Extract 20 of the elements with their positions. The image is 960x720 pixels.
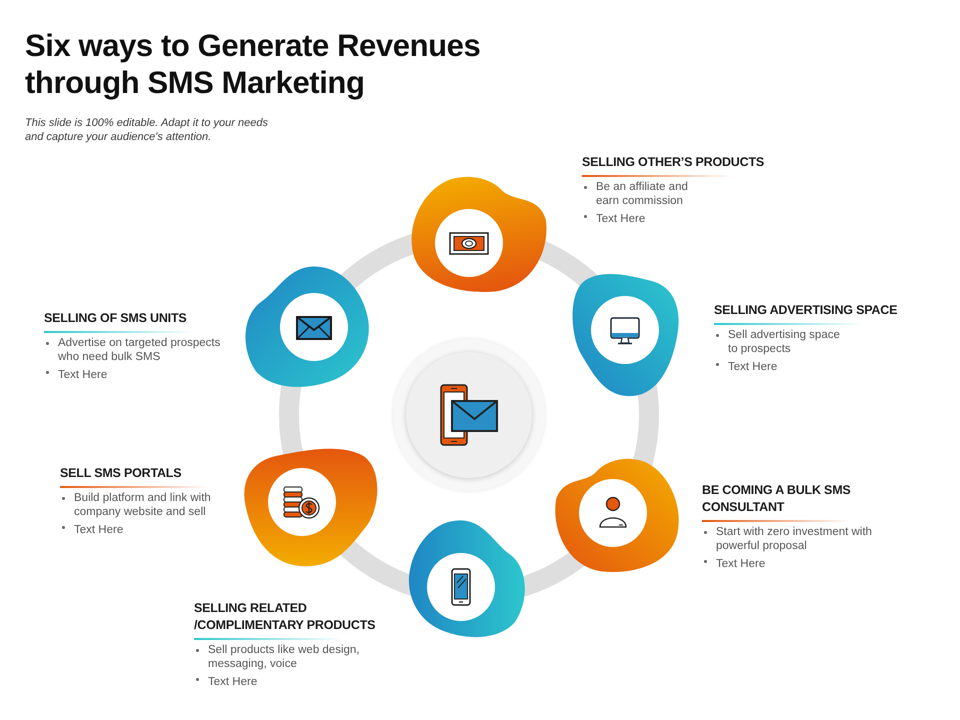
bullet-text: Text Here bbox=[208, 675, 258, 689]
bullet-text: Text Here bbox=[74, 523, 124, 537]
section-heading: SELLING RELATED /COMPLIMENTARY PRODUCTS bbox=[194, 600, 376, 634]
section-heading: SELLING OTHER’S PRODUCTS bbox=[582, 154, 764, 171]
section-heading: SELL SMS PORTALS bbox=[60, 465, 182, 482]
section-heading: BE COMING A BULK SMS CONSULTANT bbox=[702, 482, 852, 516]
bullet-text: Start with zero investment with powerful proposal bbox=[716, 525, 873, 553]
bullet-text: Build platform and link with company website and sell bbox=[74, 491, 212, 519]
bullet-text: Text Here bbox=[728, 360, 778, 374]
subtitle-text: This slide is 100% editable. Adapt it to your needs and capture your audience's attention. bbox=[25, 116, 269, 144]
bullet-text: Text Here bbox=[596, 212, 646, 226]
bullet-text: Text Here bbox=[716, 557, 766, 571]
bullet-text: Text Here bbox=[58, 368, 108, 382]
bullet-text: Sell products like web design, messaging, voice bbox=[208, 643, 360, 671]
slide-title: Six ways to Generate Revenues through SMS Marketing bbox=[25, 27, 482, 101]
section-heading: SELLING ADVERTISING SPACE bbox=[714, 302, 898, 319]
bullet-text: Sell advertising space to prospects bbox=[728, 328, 841, 356]
section-heading: SELLING OF SMS UNITS bbox=[44, 310, 187, 327]
bullet-text: Be an affiliate and earn commission bbox=[596, 180, 689, 208]
bullet-text: Advertise on targeted prospects who need bulk SMS bbox=[58, 336, 222, 364]
